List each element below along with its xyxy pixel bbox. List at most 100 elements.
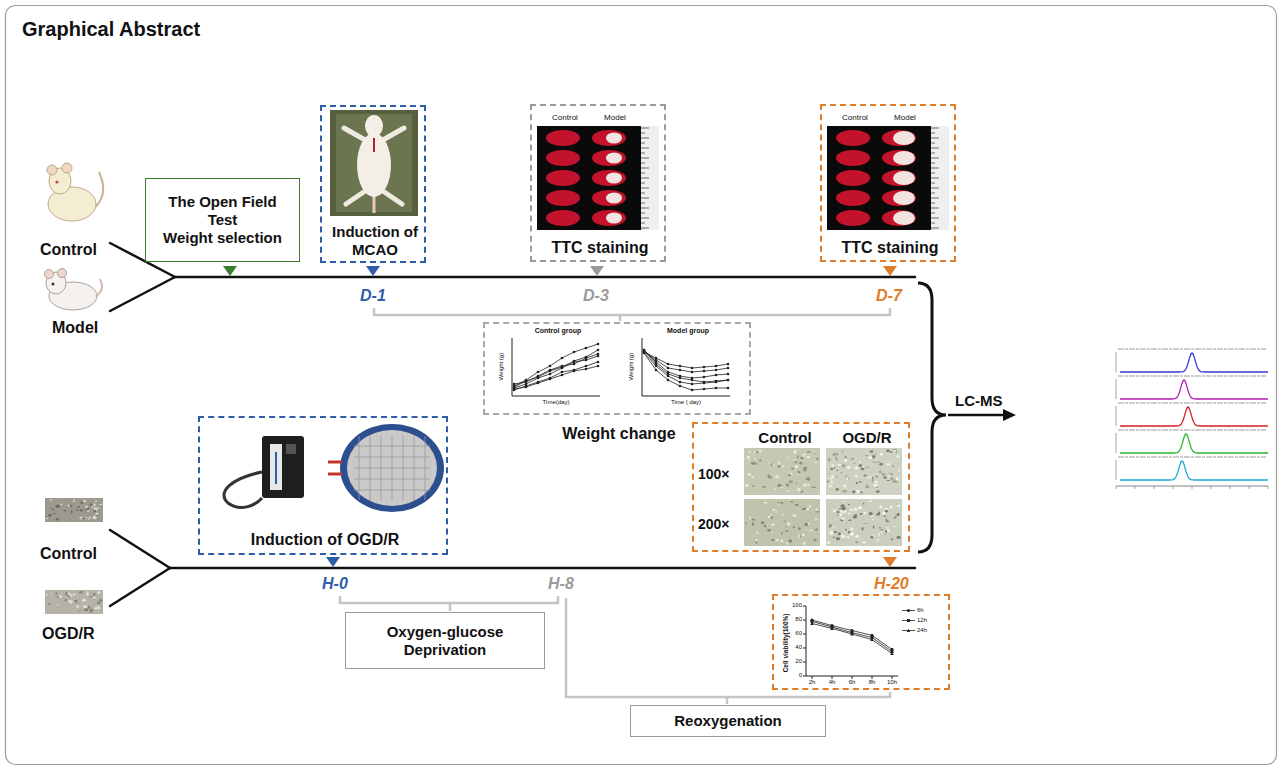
cell-photo: [76, 509, 79, 510]
brain-slice-photo: [931, 188, 939, 189]
micrograph: [883, 515, 886, 516]
micrograph: [793, 450, 796, 453]
micrograph: [812, 487, 816, 489]
micrograph: [850, 509, 853, 512]
timepoint-marker: [223, 266, 237, 276]
micrograph: [754, 451, 755, 454]
arrow: [948, 409, 1016, 421]
micrograph: [826, 499, 902, 546]
cell-photo: [86, 510, 89, 513]
line-chart: [525, 386, 528, 389]
micrograph: [892, 480, 895, 483]
cell-photo: [65, 592, 67, 595]
brain-slice-photo: [546, 130, 580, 146]
brain-slice-photo: [592, 210, 626, 226]
node-text: Control group: [503, 327, 613, 335]
line-chart: [561, 357, 564, 360]
micrograph: [759, 450, 762, 452]
group-label: Time(day): [536, 399, 576, 406]
chromatogram: [1173, 486, 1174, 489]
micrograph: [814, 452, 815, 454]
line-chart: [679, 381, 682, 384]
line-chart: [691, 383, 694, 386]
chromatogram: [1118, 429, 1266, 430]
tick-label: 0: [780, 672, 802, 679]
micrograph: [869, 512, 873, 515]
tick-label: 80: [780, 616, 802, 623]
micrograph: [886, 518, 887, 521]
node-text: 200×: [698, 516, 742, 533]
micrograph: [856, 490, 860, 493]
chart-panel: Control groupModel groupWeight change: [483, 322, 751, 415]
brain-slice-photo: [827, 110, 949, 230]
cell-photo: [85, 506, 89, 508]
chromatogram: [1120, 434, 1268, 453]
micrograph: [872, 479, 874, 482]
micrograph: [842, 464, 846, 467]
cell-photo: [68, 505, 70, 507]
group-label: OGD/R: [42, 624, 94, 643]
brain-slice-photo: [931, 126, 949, 230]
phase-box: Reoxygenation: [630, 705, 826, 737]
micrograph: [847, 466, 851, 469]
device-photo: [340, 424, 444, 512]
micrograph: [798, 535, 801, 538]
micrograph: [815, 511, 819, 512]
cell-photo: [96, 507, 99, 509]
brain-slice-photo: [931, 183, 935, 184]
micrograph: [896, 513, 899, 516]
curly-brace: [918, 283, 946, 552]
device-photo: [354, 468, 430, 469]
brain-slice-photo: [641, 126, 659, 230]
micrograph: [796, 482, 798, 484]
tick-label: 20: [780, 658, 802, 665]
brain-slice-photo: [893, 151, 915, 165]
brain-slice-photo: [893, 131, 915, 145]
rat-photo: [336, 114, 412, 212]
line-chart: [537, 377, 540, 380]
micrograph: [841, 517, 844, 519]
line-chart: [585, 356, 588, 359]
micrograph: [889, 472, 890, 474]
micrograph: [842, 450, 844, 452]
cell-photo: [64, 599, 67, 601]
line-chart: [850, 632, 854, 635]
cell-photo: [84, 608, 88, 611]
line-chart: [561, 367, 564, 370]
legend-line: [902, 620, 915, 621]
chromatogram: [1116, 433, 1117, 453]
micrograph: [794, 461, 797, 463]
timepoint-label: H-8: [548, 574, 574, 593]
brain-slice-photo: [641, 143, 645, 144]
timepoint-marker: [590, 266, 604, 276]
cell-photo: [74, 600, 78, 602]
node-text: OGD/R: [828, 429, 906, 447]
group-label: Model: [52, 318, 98, 337]
micrograph: [756, 541, 758, 544]
micrograph: [841, 535, 845, 538]
brain-slice-photo: [606, 193, 622, 204]
line-chart: [573, 363, 576, 366]
timepoint-label: D-1: [360, 286, 386, 305]
brain-slice-photo: [546, 190, 580, 206]
micrograph: [834, 531, 838, 533]
micrograph: [870, 536, 873, 539]
cell-photo: [82, 599, 86, 602]
ttc-panel: ControlModelTTC staining: [820, 104, 956, 262]
brain-slice-photo: [606, 213, 622, 224]
line-chart: [715, 380, 718, 383]
micrograph: [829, 485, 833, 487]
chromatogram: [1116, 486, 1117, 489]
cell-photo: [68, 592, 70, 595]
timeline-axis: [110, 243, 915, 606]
cell-photo: [67, 595, 70, 597]
tick-label: 100: [780, 602, 802, 609]
micrograph: [879, 527, 881, 529]
brain-slice-photo: [641, 148, 649, 149]
micrograph: [828, 458, 831, 461]
micrograph: [852, 490, 856, 493]
micrograph: [829, 525, 832, 526]
micrograph: [898, 536, 900, 539]
micrograph: [775, 511, 778, 513]
